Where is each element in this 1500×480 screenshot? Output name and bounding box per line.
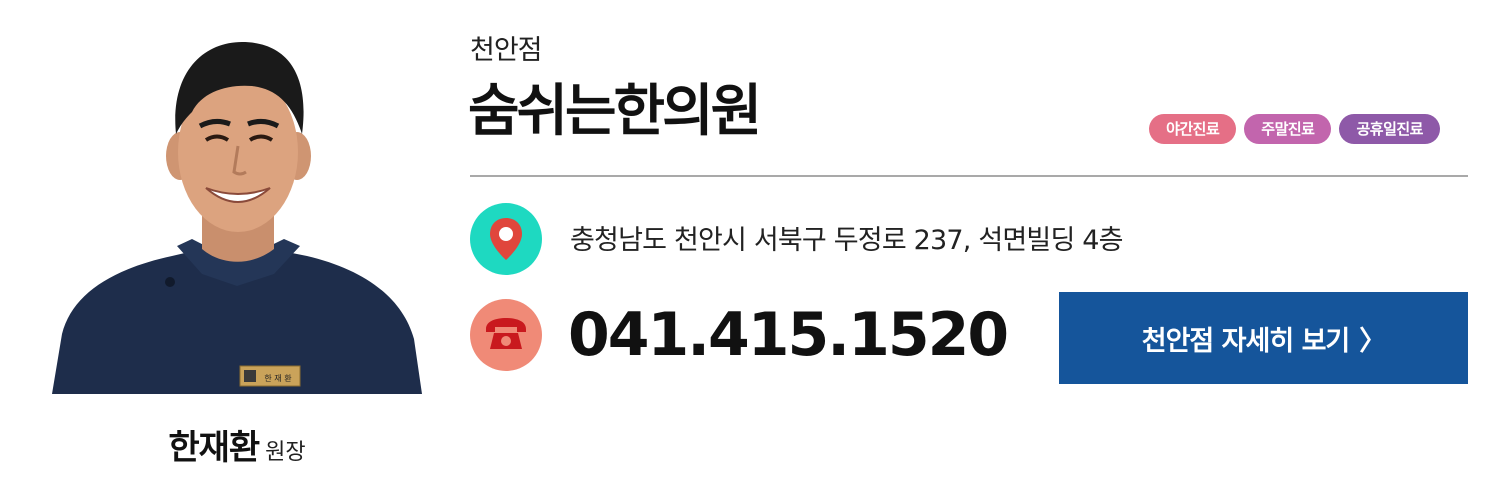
chevron-right-icon: 〉 — [1359, 325, 1386, 357]
tag-weekend-clinic: 주말진료 — [1244, 114, 1332, 144]
badge-name: 한 재 환 — [264, 373, 292, 383]
tag-night-clinic: 야간진료 — [1149, 114, 1237, 144]
branch-detail-label: 천안점 자세히 보기 — [1141, 325, 1351, 357]
tag-holiday-clinic: 공휴일진료 — [1339, 114, 1440, 144]
telephone-icon — [470, 299, 542, 371]
address-text: 충청남도 천안시 서북구 두정로 237, 석면빌딩 4층 — [570, 225, 1124, 256]
clinic-name: 숨쉬는한의원 — [468, 79, 762, 144]
location-pin-icon — [470, 203, 542, 275]
doctor-role: 원장 — [265, 440, 306, 465]
branch-label: 천안점 — [470, 35, 543, 66]
doctor-name: 한재환 — [168, 428, 260, 468]
doctor-photo: 한 재 환 — [52, 34, 422, 394]
branch-detail-button[interactable]: 천안점 자세히 보기〉 — [1059, 292, 1468, 384]
phone-number[interactable]: 041.415.1520 — [568, 300, 1009, 370]
service-tags: 야간진료 주말진료 공휴일진료 — [1149, 114, 1440, 144]
divider — [470, 175, 1468, 177]
